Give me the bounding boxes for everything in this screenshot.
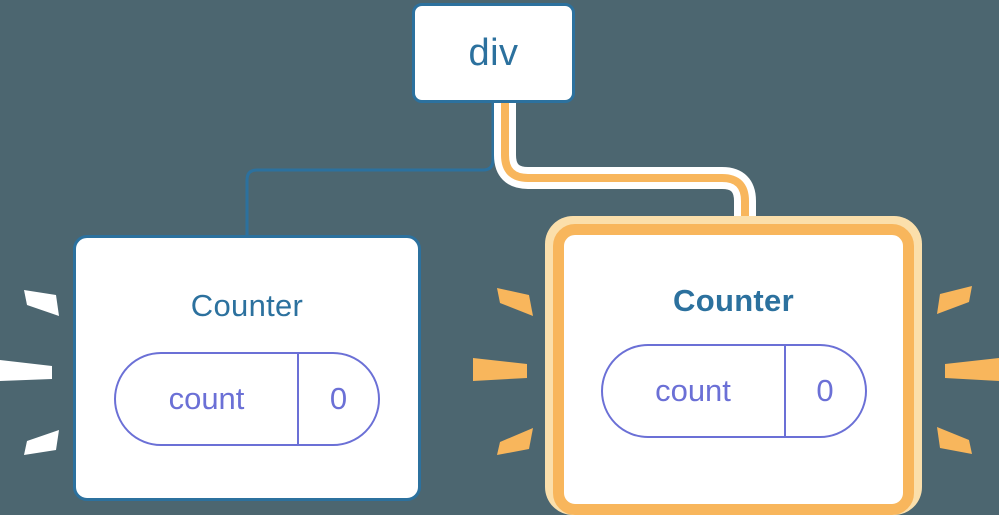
state-key: count [603, 346, 786, 436]
state-value: 0 [816, 373, 834, 408]
node-div[interactable]: div [412, 3, 575, 103]
state-pill-counter-left[interactable]: count 0 [114, 352, 380, 446]
edge-div-to-counter-left [245, 103, 495, 237]
node-counter-left-body: Counter count 0 [76, 238, 418, 498]
edge-div-to-counter-right [501, 103, 749, 238]
state-pill-counter-right[interactable]: count 0 [600, 344, 867, 438]
node-counter-left-label: Counter [190, 288, 304, 323]
state-value: 0 [329, 381, 348, 416]
state-key: count [116, 354, 299, 444]
node-counter-right[interactable]: Counter count 0 [553, 224, 914, 515]
node-counter-right-body: Counter count 0 [564, 235, 903, 504]
node-counter-right-label: Counter [673, 283, 794, 318]
node-counter-left[interactable]: Counter count 0 [73, 235, 421, 501]
node-div-label: div [468, 31, 519, 74]
